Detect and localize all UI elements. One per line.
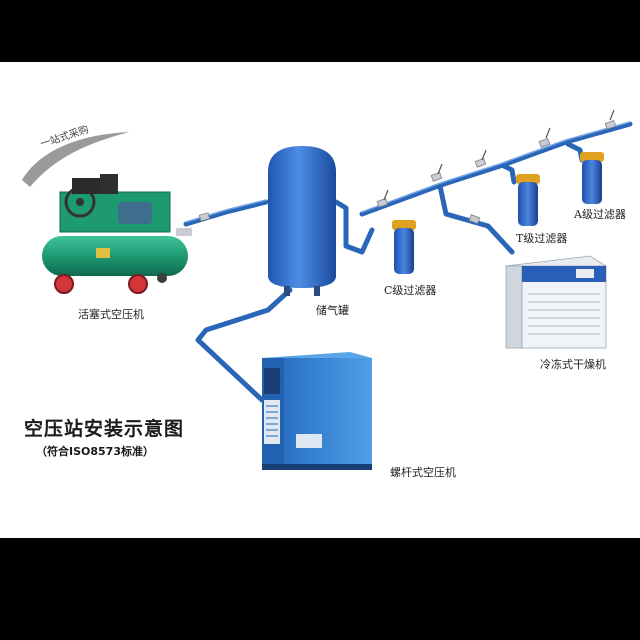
label-air-tank: 储气罐 xyxy=(316,304,349,317)
label-screw-compressor: 螺杆式空压机 xyxy=(390,466,456,479)
valve-handles xyxy=(383,109,615,201)
label-t-filter: T级过滤器 xyxy=(516,232,568,245)
diagram-title: 空压站安装示意图 xyxy=(24,418,185,440)
pipe-main-header xyxy=(359,121,633,217)
diagram-frame: 一站式采购 活塞式空压机 储气罐 C级过滤器 T级过滤器 A级过滤器 冷冻式干燥… xyxy=(0,62,640,538)
pipe-tank-screw xyxy=(195,287,293,403)
label-dryer: 冷冻式干燥机 xyxy=(540,358,606,371)
pipe-highlights xyxy=(185,121,631,223)
pipe-to-afilter xyxy=(565,141,585,163)
c-filter xyxy=(392,220,416,274)
pipe-compressor-tank xyxy=(183,199,269,227)
pipe-to-dryer xyxy=(437,183,515,255)
piston-compressor xyxy=(42,174,192,294)
pipe-to-tfilter xyxy=(501,163,517,185)
valves xyxy=(198,119,617,225)
screw-compressor xyxy=(262,352,372,470)
diagram-subtitle: （符合ISO8573标准） xyxy=(36,445,154,458)
a-filter xyxy=(580,152,604,204)
pipes xyxy=(183,121,633,403)
refrigerated-dryer xyxy=(504,255,608,349)
pipe-tank-cfilter xyxy=(333,199,375,255)
t-filter xyxy=(516,174,540,226)
label-c-filter: C级过滤器 xyxy=(384,284,437,297)
air-tank xyxy=(268,146,336,296)
installation-diagram xyxy=(22,109,633,470)
slogan-swoosh xyxy=(22,132,130,187)
label-a-filter: A级过滤器 xyxy=(574,208,626,221)
label-piston-compressor: 活塞式空压机 xyxy=(78,308,144,321)
